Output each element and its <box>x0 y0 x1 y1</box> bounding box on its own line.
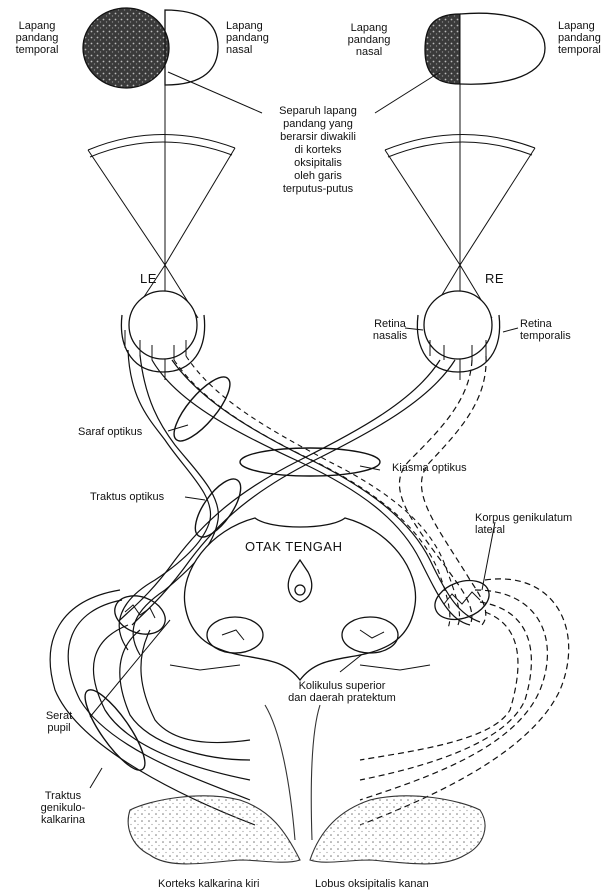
midbrain-label: OTAK TENGAH <box>245 540 342 554</box>
optic-tract-label: Traktus optikus <box>90 491 164 503</box>
right-occipital-lobe-label: Lobus oksipitalis kanan <box>315 878 429 890</box>
optic-chiasm-label: Kiasma optikus <box>392 462 467 474</box>
right-occipital-lobe <box>310 705 485 864</box>
left-eye-label: LE <box>140 272 157 286</box>
retina-temporalis-label: Retina temporalis <box>520 318 600 342</box>
right-visual-field <box>425 13 545 84</box>
lateral-geniculate-label: Korpus genikulatum lateral <box>475 512 595 536</box>
retina-nasalis-label: Retina nasalis <box>360 318 420 342</box>
left-nasal-field-label: Lapang pandang nasal <box>226 20 286 56</box>
right-nasal-field-label: Lapang pandang nasal <box>334 22 404 58</box>
lateral-geniculate-left <box>109 589 170 641</box>
left-visual-field <box>83 8 218 88</box>
superior-colliculus-label: Kolikulus superior dan daerah pratektum <box>262 680 422 704</box>
lateral-geniculate-right <box>430 574 495 627</box>
right-temporal-field-label: Lapang pandang temporal <box>558 20 616 56</box>
left-eye <box>121 291 204 372</box>
pupil-fibers-label: Serat pupil <box>34 710 84 734</box>
left-temporal-field-label: Lapang pandang temporal <box>2 20 72 56</box>
right-eye-label: RE <box>485 272 504 286</box>
left-calcarine-cortex-label: Korteks kalkarina kiri <box>158 878 259 890</box>
right-eye <box>417 291 499 372</box>
geniculocalcarine-tract-label: Traktus genikulo- kalkarina <box>28 790 98 826</box>
shaded-field-note: Separuh lapang pandang yang berarsir diw… <box>258 105 378 196</box>
optic-nerve-label: Saraf optikus <box>78 426 142 438</box>
left-calcarine-cortex <box>128 705 300 864</box>
